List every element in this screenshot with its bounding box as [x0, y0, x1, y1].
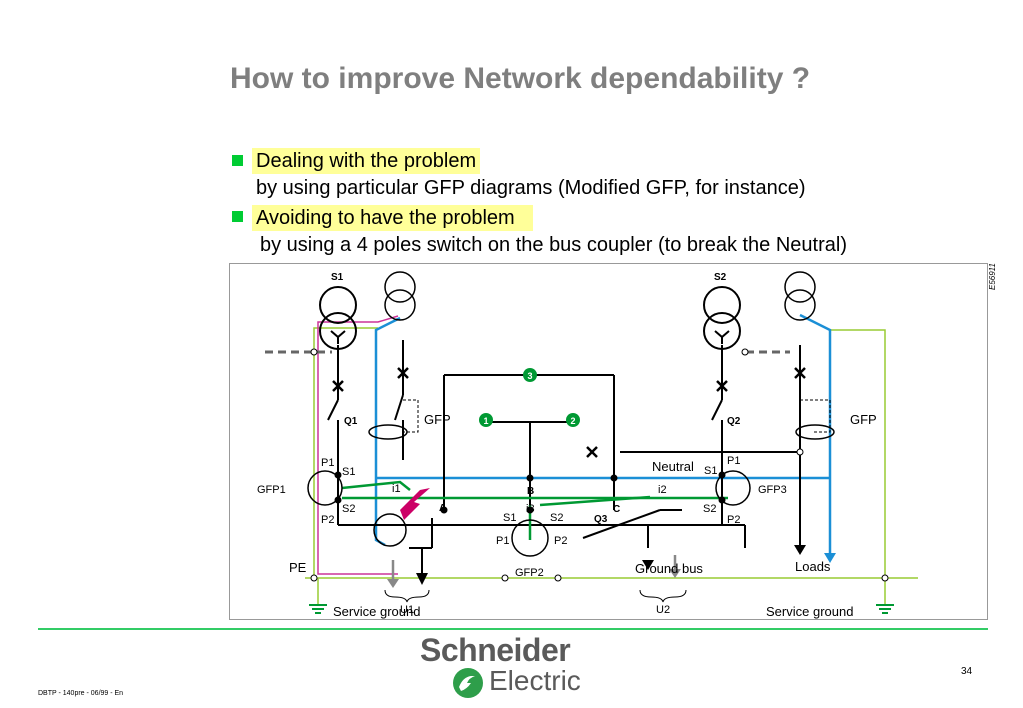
loads-arrow-right — [824, 553, 836, 563]
svg-text:1: 1 — [483, 416, 488, 426]
ground-symbols — [309, 604, 894, 614]
svg-text:P1: P1 — [321, 457, 334, 469]
label-neutral: Neutral — [652, 459, 694, 474]
label-gfp3: GFP3 — [758, 484, 787, 496]
bullet-2-detail: by using a 4 poles switch on the bus cou… — [260, 234, 847, 256]
bullet-marker — [232, 211, 243, 222]
transformer-left-aux — [384, 271, 416, 321]
page-number: 34 — [961, 666, 973, 677]
brand-name: Schneider — [420, 632, 571, 668]
label-gfp-left: GFP — [424, 412, 451, 427]
svg-text:S1: S1 — [704, 465, 717, 477]
slide-title: How to improve Network dependability ? — [230, 62, 811, 95]
gfp-network-diagram: 3 1 2 S1 S2 Q1 Q2 Q3 GFP GFP GFP1 GFP2 G… — [229, 263, 988, 620]
svg-text:S1: S1 — [342, 466, 355, 478]
svg-text:P2: P2 — [321, 514, 334, 526]
svg-text:A: A — [439, 503, 446, 514]
label-gfp1: GFP1 — [257, 484, 286, 496]
svg-text:B: B — [527, 486, 534, 497]
label-u2: U2 — [656, 604, 670, 616]
fault-lightning-icon — [400, 488, 430, 520]
schneider-logo-icon — [453, 668, 483, 698]
brand-subname: Electric — [489, 665, 581, 696]
u1-brace — [384, 589, 430, 603]
svg-text:P1: P1 — [496, 535, 509, 547]
label-service-ground-right: Service ground — [766, 604, 853, 619]
marker-2: 2 — [566, 413, 580, 427]
svg-text:3: 3 — [527, 371, 532, 381]
label-gfp-right: GFP — [850, 412, 877, 427]
breaker-marks — [332, 367, 806, 458]
label-service-ground-left: Service ground — [333, 604, 420, 619]
label-s1-source: S1 — [331, 272, 344, 283]
footer-rule — [38, 628, 988, 630]
label-loads: Loads — [795, 559, 831, 574]
marker-3: 3 — [523, 368, 537, 382]
label-u1: U1 — [400, 604, 414, 616]
fault-return-path — [317, 315, 399, 575]
marker-1: 1 — [479, 413, 493, 427]
transformer-s2 — [703, 286, 741, 350]
footer-text: DBTP - 140pre - 06/99 - En — [38, 690, 124, 697]
svg-text:P1: P1 — [727, 455, 740, 467]
ground-bus — [391, 555, 677, 580]
label-ground-bus: Ground bus — [635, 561, 703, 576]
label-gfp2: GFP2 — [515, 567, 544, 579]
bullet-1-detail: by using particular GFP diagrams (Modifi… — [256, 177, 806, 199]
current-sensors — [307, 424, 835, 557]
label-q2: Q2 — [727, 416, 741, 427]
transformer-right-aux — [784, 271, 816, 321]
bus-nodes — [334, 471, 726, 514]
bullet-1-heading: Dealing with the problem — [252, 148, 481, 174]
label-q3: Q3 — [594, 514, 608, 525]
svg-text:S2: S2 — [342, 503, 355, 515]
label-s2-source: S2 — [714, 272, 727, 283]
label-q1: Q1 — [344, 416, 358, 427]
bullet-marker — [232, 155, 243, 166]
svg-text:S1: S1 — [503, 512, 516, 524]
bullet-2-heading: Avoiding to have the problem — [252, 205, 533, 231]
figure-reference: E56911 — [988, 263, 997, 290]
svg-text:i2: i2 — [658, 484, 667, 496]
svg-text:S2: S2 — [550, 512, 563, 524]
label-pe: PE — [289, 560, 307, 575]
transformer-s1 — [319, 286, 357, 350]
svg-text:i1: i1 — [392, 483, 401, 495]
svg-text:i3: i3 — [526, 503, 535, 515]
svg-text:P2: P2 — [554, 535, 567, 547]
svg-text:C: C — [613, 504, 620, 515]
svg-text:2: 2 — [570, 416, 575, 426]
u2-brace — [639, 589, 687, 603]
svg-text:P2: P2 — [727, 514, 740, 526]
svg-text:S2: S2 — [703, 503, 716, 515]
